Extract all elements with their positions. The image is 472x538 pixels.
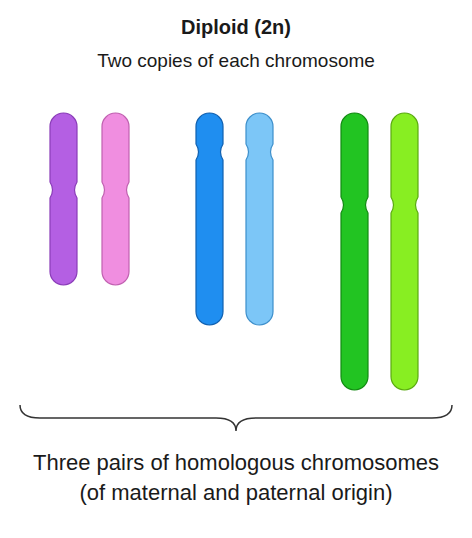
paternal-chromosome: [102, 113, 129, 285]
bracket-caption: Three pairs of homologous chromosomes (o…: [25, 448, 447, 508]
maternal-chromosome: [196, 113, 223, 325]
paternal-chromosome: [391, 113, 418, 390]
maternal-chromosome: [50, 113, 77, 285]
curly-bracket: [20, 405, 452, 431]
diagram-title: Diploid (2n): [0, 14, 472, 40]
subtitle: Two copies of each chromosome: [0, 48, 472, 74]
paternal-chromosome: [246, 113, 273, 325]
maternal-chromosome: [341, 113, 368, 390]
